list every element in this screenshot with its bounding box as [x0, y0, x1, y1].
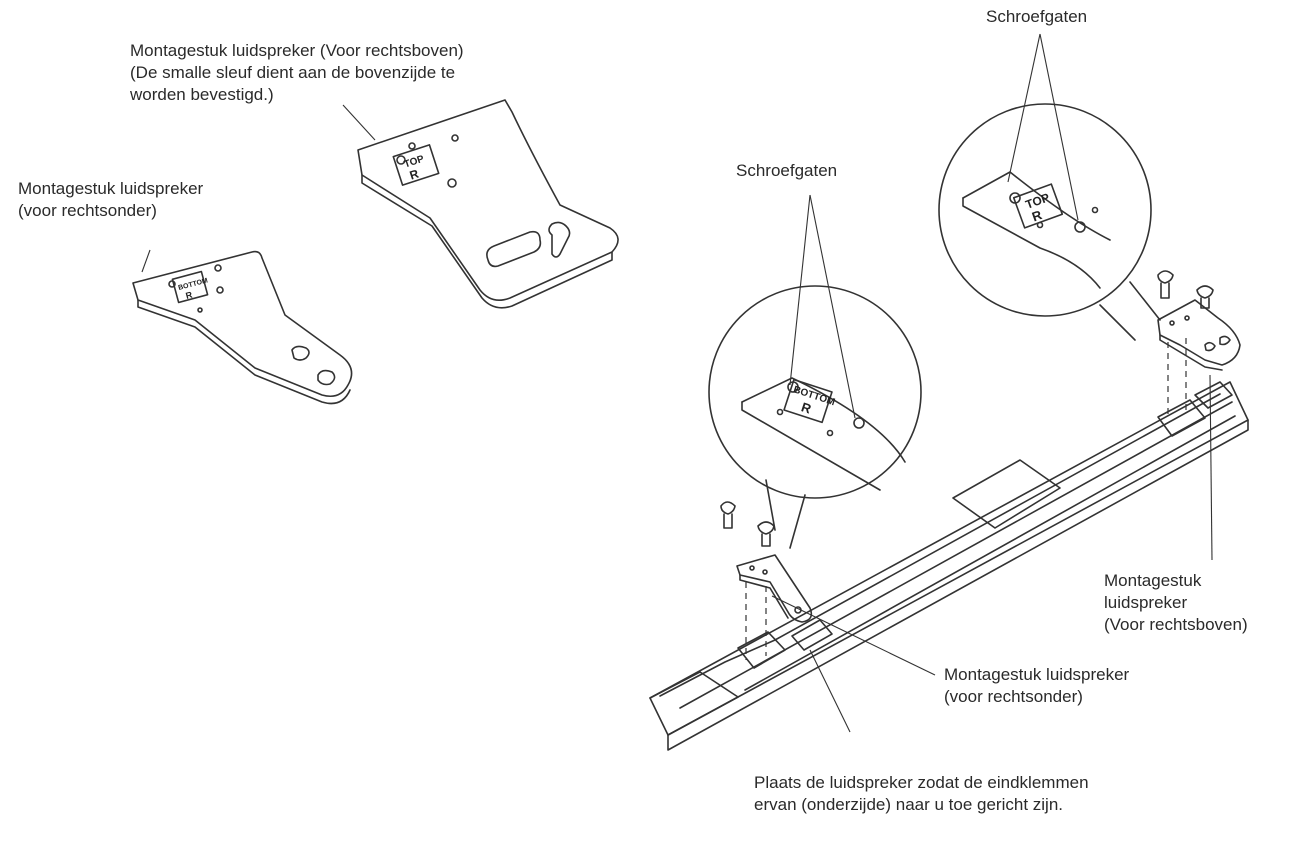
side-mark-loose-top: R: [408, 166, 421, 182]
speaker-bar: [649, 381, 1249, 751]
label-right-mount-line1: Montagestuk: [1104, 571, 1202, 590]
side-mark-magnified-left: R: [799, 399, 813, 416]
label-placement-line1: Plaats de luidspreker zodat de eindklemm…: [754, 773, 1089, 792]
magnifier-right: [938, 103, 1161, 341]
label-bottom-bracket-line1: Montagestuk luidspreker: [18, 179, 204, 198]
label-screw-holes-right: Schroefgaten: [986, 7, 1088, 26]
bracket-upper-mounted: [1157, 270, 1241, 371]
top-bracket-loose: [357, 99, 619, 309]
bracket-lower-mounted: [720, 501, 813, 623]
label-left-mount-line2: (voor rechtsonder): [944, 687, 1083, 706]
magnifier-left: [708, 285, 922, 549]
label-right-mount-line3: (Voor rechtsboven): [1104, 615, 1248, 634]
label-top-bracket-line2: (De smalle sleuf dient aan de bovenzijde…: [130, 63, 456, 82]
label-bottom-bracket-line2: (voor rechtsonder): [18, 201, 157, 220]
alignment-lines: [745, 338, 1187, 660]
leader-lines: [141, 33, 1213, 733]
side-mark-loose-bottom: R: [185, 289, 194, 300]
label-top-bracket-line1: Montagestuk luidspreker (Voor rechtsbove…: [130, 41, 464, 60]
bottom-bracket-loose: [132, 250, 353, 405]
label-left-mount-line1: Montagestuk luidspreker: [944, 665, 1130, 684]
label-placement-line2: ervan (onderzijde) naar u toe gericht zi…: [754, 795, 1063, 814]
bottom-mark-magnified: BOTTOM: [792, 384, 836, 408]
bottom-mark-loose: BOTTOM: [178, 277, 209, 292]
label-right-mount-line2: luidspreker: [1104, 593, 1188, 612]
side-mark-magnified-right: R: [1030, 207, 1045, 225]
label-screw-holes-left: Schroefgaten: [736, 161, 838, 180]
label-top-bracket-line3: worden bevestigd.): [130, 85, 274, 104]
